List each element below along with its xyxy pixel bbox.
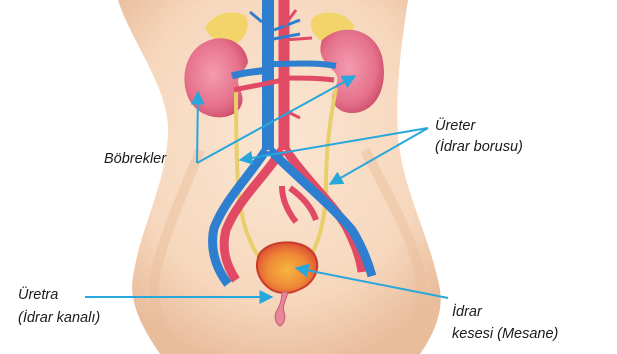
bladder-label-line1: İdrar xyxy=(452,303,482,322)
ureter-label-line2: (İdrar borusu) xyxy=(435,138,523,157)
right-renal-artery xyxy=(286,78,334,80)
bladder-label-line2: kesesi (Mesane) xyxy=(452,325,558,344)
ureter-label-line1: Üreter xyxy=(435,117,475,136)
urinary-bladder xyxy=(257,242,317,293)
urethra-label-line2: (İdrar kanalı) xyxy=(18,309,100,328)
urethra-label-line1: Üretra xyxy=(18,286,58,305)
right-renal-vein xyxy=(270,64,336,67)
kidneys-label: Böbrekler xyxy=(104,150,166,169)
kidneys-pointer-to-left-kidney xyxy=(197,92,198,163)
